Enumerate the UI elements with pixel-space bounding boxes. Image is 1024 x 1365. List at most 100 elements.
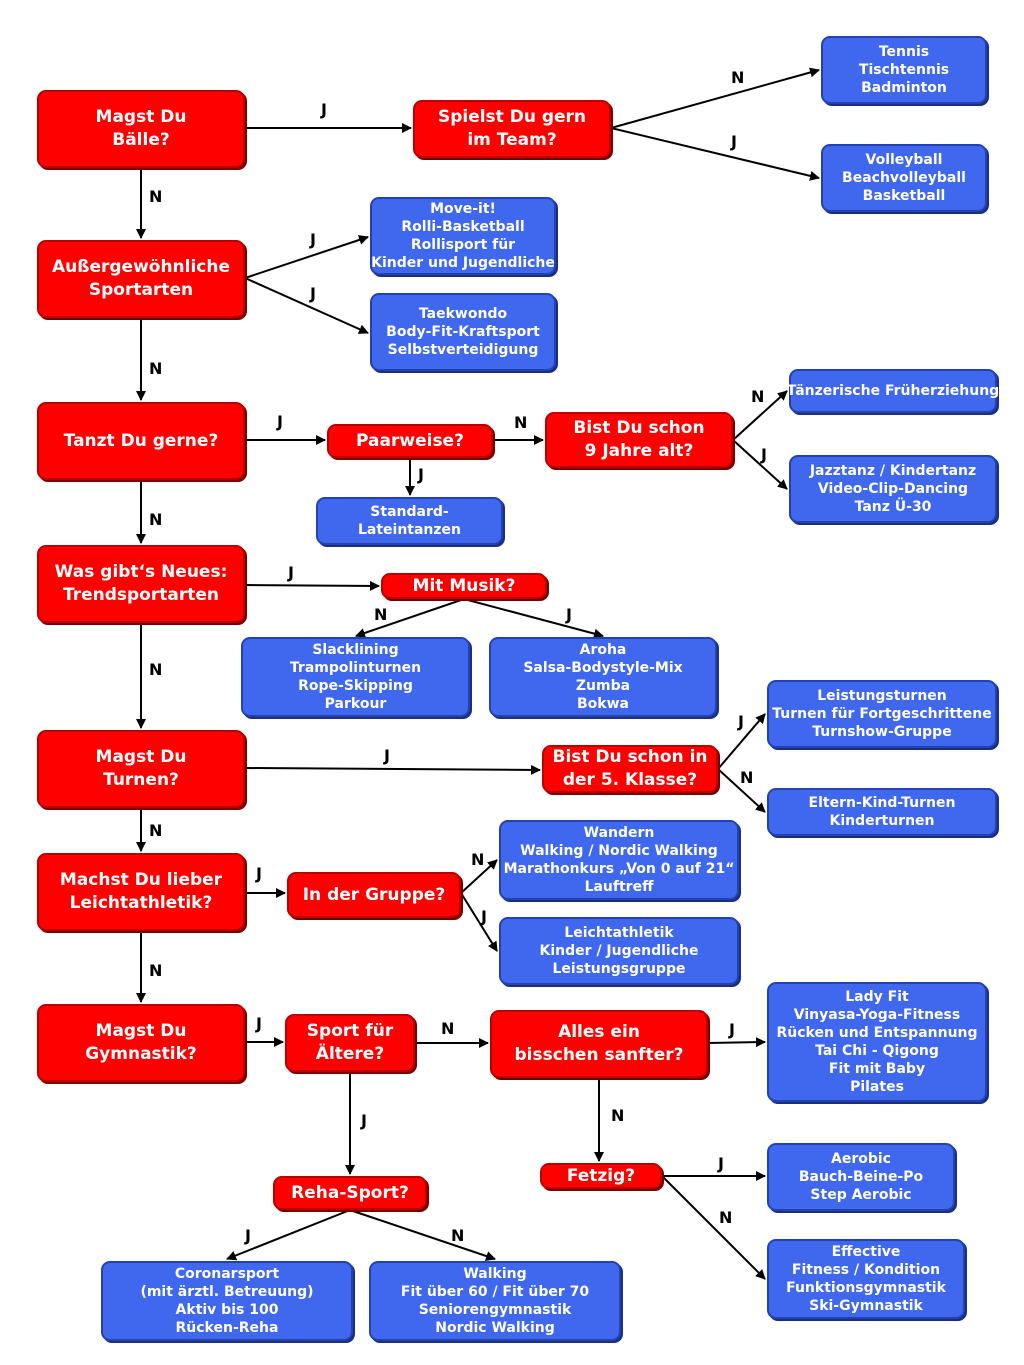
result-line: Rollisport für — [410, 237, 516, 253]
result-line: Turnen für Fortgeschrittene — [772, 706, 992, 722]
edge-label-no: N — [731, 68, 745, 87]
result-line: Aroha — [579, 642, 627, 658]
result-line: Move-it! — [430, 201, 496, 217]
result-line: Trampolinturnen — [289, 660, 422, 676]
flow-arrow — [717, 768, 766, 813]
edge-label-yes: J — [566, 605, 572, 624]
question-line: Magst Du — [95, 1021, 187, 1041]
edge-label-yes: J — [245, 1226, 251, 1245]
result-line: Volleyball — [865, 152, 943, 168]
result-line: Beachvolleyball — [842, 170, 966, 186]
result-line: Kinder / Jugendliche — [539, 943, 699, 959]
question-line: im Team? — [467, 130, 557, 150]
question-line: Ältere? — [315, 1044, 385, 1064]
question-line: 9 Jahre alt? — [584, 441, 694, 461]
result-line: Slacklining — [312, 642, 399, 658]
result-line: Tanz Ü-30 — [854, 499, 932, 515]
edge-label-no: N — [514, 413, 528, 432]
result-line: Salsa-Bodystyle-Mix — [523, 660, 683, 676]
edge-label-yes: J — [731, 132, 737, 151]
result-line: (mit ärztl. Betreuung) — [140, 1284, 314, 1300]
flow-arrow — [732, 439, 788, 490]
result-line: Kinderturnen — [829, 813, 935, 829]
edge-label-yes: J — [256, 864, 262, 883]
result-line: Pilates — [850, 1079, 904, 1095]
edge-label-no: N — [149, 660, 163, 679]
result-line: Lady Fit — [845, 989, 909, 1005]
result-line: Tai Chi - Qigong — [815, 1043, 939, 1059]
flow-arrow — [244, 580, 380, 591]
flow-arrow — [463, 598, 604, 639]
result-line: Effective — [831, 1244, 901, 1260]
result-line: Basketball — [862, 188, 946, 204]
edge-label-yes: J — [761, 445, 767, 464]
question-line: Außergewöhnliche — [51, 257, 231, 277]
edge-label-yes: J — [418, 465, 424, 484]
result-line: Turnshow-Gruppe — [812, 724, 952, 740]
flow-arrow — [460, 859, 498, 894]
result-line: Jazztanz / Kindertanz — [809, 463, 977, 479]
result-fruehe: Tänzerische Früherziehung — [786, 369, 1000, 413]
edge-label-yes: J — [384, 746, 390, 765]
flow-arrow — [349, 1209, 496, 1261]
flow-arrow — [610, 67, 820, 129]
result-line: Walking / Nordic Walking — [520, 843, 718, 859]
edge-label-no: N — [149, 187, 163, 206]
result-line: Vinyasa-Yoga-Fitness — [793, 1007, 961, 1023]
flow-arrow — [244, 277, 369, 334]
result-line: Rücken-Reha — [175, 1320, 279, 1336]
edge-label-yes: J — [738, 712, 744, 731]
question-line: Sport für — [306, 1021, 394, 1041]
result-line: Coronarsport — [174, 1266, 280, 1282]
edge-label-yes: J — [256, 1014, 262, 1033]
edge-label-yes: J — [310, 284, 316, 303]
result-line: Tänzerische Früherziehung — [786, 383, 1000, 399]
edge-label-no: N — [611, 1106, 625, 1125]
result-line: Leistungsturnen — [817, 688, 947, 704]
edge-label-no: N — [471, 850, 485, 869]
result-line: Aktiv bis 100 — [175, 1302, 279, 1318]
question-fetzig: Fetzig? — [540, 1163, 662, 1189]
edge-label-yes: J — [277, 412, 283, 431]
result-line: Nordic Walking — [435, 1320, 555, 1336]
result-line: Tennis — [878, 44, 930, 60]
result-line: Tischtennis — [858, 62, 950, 78]
result-line: Walking — [463, 1266, 527, 1282]
flow-arrow — [226, 1209, 351, 1261]
result-line: Lateintanzen — [357, 522, 462, 538]
edge-label-no: N — [149, 510, 163, 529]
question-line: Magst Du — [95, 747, 187, 767]
result-line: Kinder und Jugendliche — [371, 255, 555, 271]
question-paarweise: Paarweise? — [327, 424, 493, 458]
result-line: Bokwa — [577, 696, 629, 712]
result-line: Fit mit Baby — [828, 1061, 926, 1077]
question-reha: Reha-Sport? — [273, 1176, 427, 1210]
question-line: Paarweise? — [356, 430, 464, 451]
question-line: Leichtathletik? — [69, 893, 213, 913]
result-line: Funktionsgymnastik — [786, 1280, 946, 1296]
flow-arrow — [732, 390, 788, 441]
edge-label-no: N — [740, 768, 754, 787]
edge-label-no: N — [374, 605, 388, 624]
question-line: Trendsportarten — [62, 585, 219, 605]
question-trend: Was gibt‘s Neues:Trendsportarten — [37, 545, 245, 623]
question-line: Alles ein — [558, 1022, 640, 1042]
flow-arrow — [355, 598, 465, 638]
question-line: Gymnastik? — [85, 1044, 197, 1064]
result-line: Taekwondo — [418, 306, 508, 322]
question-line: Machst Du lieber — [59, 870, 223, 890]
result-line: Video-Clip-Dancing — [817, 481, 969, 497]
question-tanzen: Tanzt Du gerne? — [37, 402, 245, 480]
